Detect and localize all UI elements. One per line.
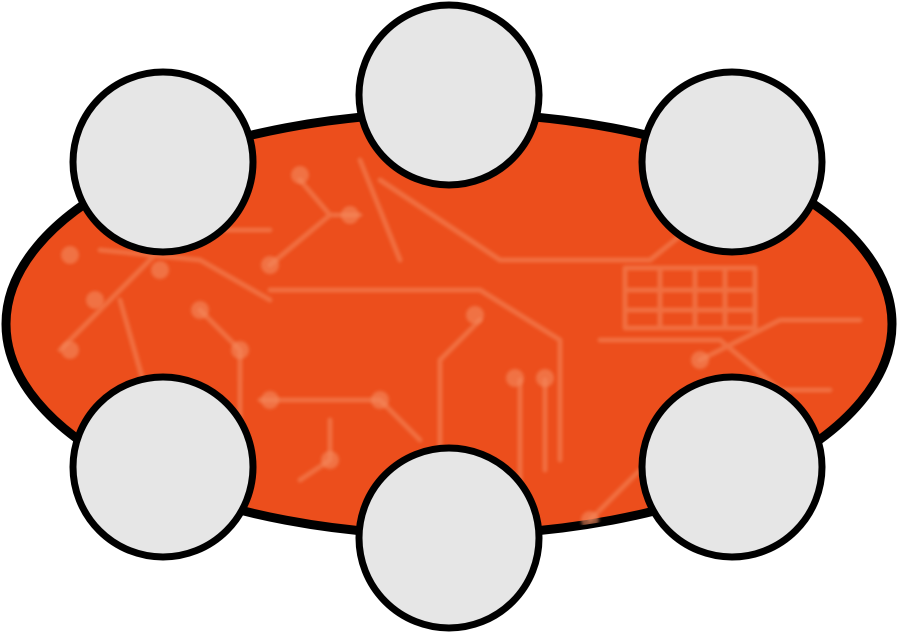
circuit-pad [506,369,524,387]
circuit-pads [61,166,709,529]
circuit-pad [61,246,79,264]
circuit-pad [536,369,554,387]
node-bottom-center [355,444,543,632]
circuit-pad [261,256,279,274]
circuit-pad [231,341,249,359]
node-top [355,1,543,189]
node-top-right [638,68,826,256]
node-top-left [69,68,257,256]
circuit-pad [466,306,484,324]
satellite-nodes [69,1,826,632]
circuit-pad [151,261,169,279]
circuit-pad [191,301,209,319]
circuit-pad [371,391,389,409]
circuit-pad [691,351,709,369]
circuit-pad [61,341,79,359]
circuit-pad [291,166,309,184]
circuit-pad [341,206,359,224]
circuit-pad [261,391,279,409]
node-bottom-right [638,373,826,561]
node-bottom-left [69,373,257,561]
circuit-pattern [57,157,863,523]
circuit-pad [321,451,339,469]
circuit-pad [86,291,104,309]
